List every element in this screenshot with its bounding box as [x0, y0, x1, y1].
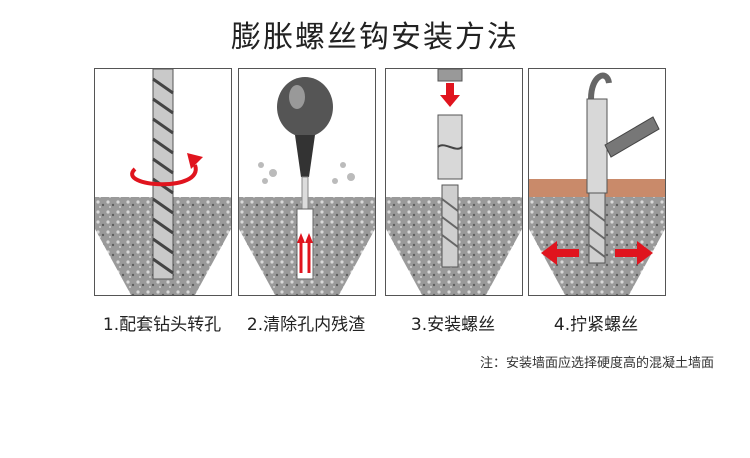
- step-1-illustration: [94, 68, 232, 296]
- step-2-illustration: [238, 68, 376, 296]
- page-title: 膨胀螺丝钩安装方法: [0, 12, 750, 56]
- step-3-illustration: [385, 68, 523, 296]
- step-4-label: 4.拧紧螺丝: [511, 310, 681, 335]
- insert-arrow: [440, 83, 460, 107]
- installation-note: 注：安装墙面应选择硬度高的混凝土墙面: [480, 352, 714, 371]
- blower-bulb: [277, 77, 333, 137]
- step-4-illustration: [528, 68, 666, 296]
- hook: [591, 76, 609, 99]
- wrench: [605, 117, 659, 157]
- step-2-label: 2.清除孔内残渣: [221, 310, 391, 335]
